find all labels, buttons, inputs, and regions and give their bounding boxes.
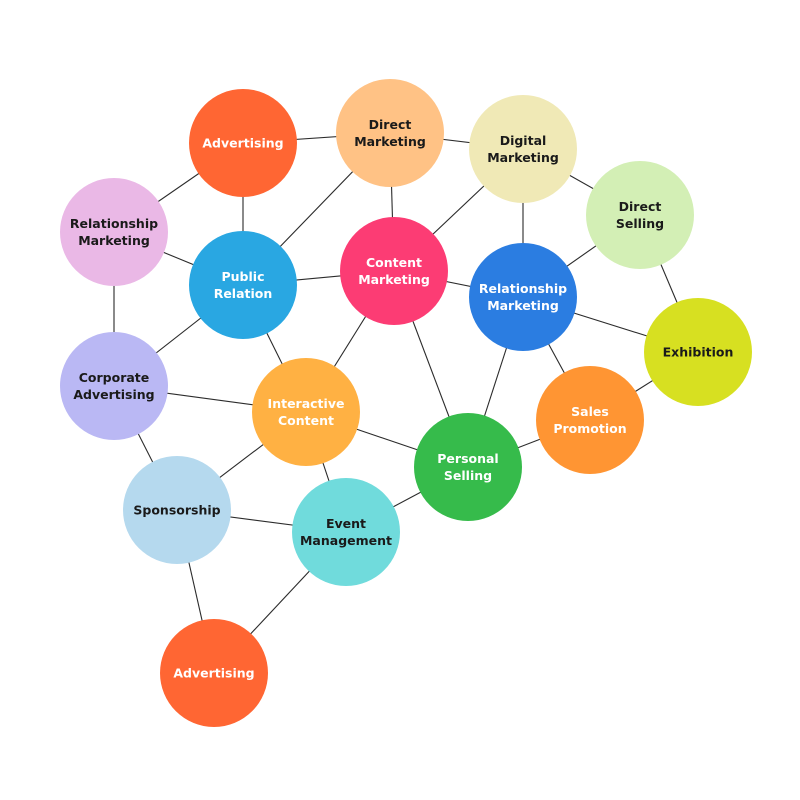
node-circle-direct-marketing [336,79,444,187]
node-label-event-management-line-1: Event [326,516,366,531]
node-circle-interactive-content [252,358,360,466]
node-advertising-bottom: Advertising [160,619,268,727]
node-label-direct-marketing-line-1: Direct [369,117,412,132]
node-label-direct-selling-line-2: Selling [616,216,664,231]
node-label-interactive-content-line-2: Content [278,413,334,428]
node-circle-advertising-top [189,89,297,197]
node-label-direct-selling-line-1: Direct [619,199,662,214]
node-circle-direct-selling [586,161,694,269]
node-circle-public-relation [189,231,297,339]
node-label-personal-selling-line-2: Selling [444,468,492,483]
node-label-relationship-marketing-right-line-2: Marketing [487,298,559,313]
node-circle-personal-selling [414,413,522,521]
node-label-digital-marketing-line-1: Digital [500,133,547,148]
node-circle-relationship-marketing-left [60,178,168,286]
node-circle-corporate-advertising [60,332,168,440]
node-advertising-top: Advertising [189,89,297,197]
node-label-sponsorship-line-1: Sponsorship [133,503,220,518]
node-circle-event-management [292,478,400,586]
node-label-corporate-advertising-line-2: Advertising [73,387,154,402]
node-sponsorship: Sponsorship [123,456,231,564]
node-label-public-relation-line-1: Public [222,269,265,284]
node-label-public-relation-line-2: Relation [214,286,273,301]
node-label-relationship-marketing-left-line-1: Relationship [70,216,158,231]
node-label-corporate-advertising-line-1: Corporate [79,370,150,385]
node-label-advertising-top-line-1: Advertising [202,136,283,151]
node-label-sales-promotion-line-1: Sales [571,404,609,419]
node-label-content-marketing-line-2: Marketing [358,272,430,287]
node-circle-content-marketing [340,217,448,325]
node-circle-sales-promotion [536,366,644,474]
node-label-content-marketing-line-1: Content [366,255,422,270]
node-circle-relationship-marketing-right [469,243,577,351]
node-circle-digital-marketing [469,95,577,203]
node-circle-advertising-bottom [160,619,268,727]
node-circle-sponsorship [123,456,231,564]
node-label-direct-marketing-line-2: Marketing [354,134,426,149]
node-label-relationship-marketing-left-line-2: Marketing [78,233,150,248]
node-circle-exhibition [644,298,752,406]
node-label-advertising-bottom-line-1: Advertising [173,666,254,681]
node-label-digital-marketing-line-2: Marketing [487,150,559,165]
node-label-personal-selling-line-1: Personal [437,451,498,466]
node-label-interactive-content-line-1: Interactive [268,396,345,411]
node-label-exhibition-line-1: Exhibition [663,345,734,360]
node-label-sales-promotion-line-2: Promotion [553,421,626,436]
node-label-event-management-line-2: Management [300,533,392,548]
node-exhibition: Exhibition [644,298,752,406]
node-label-relationship-marketing-right-line-1: Relationship [479,281,567,296]
